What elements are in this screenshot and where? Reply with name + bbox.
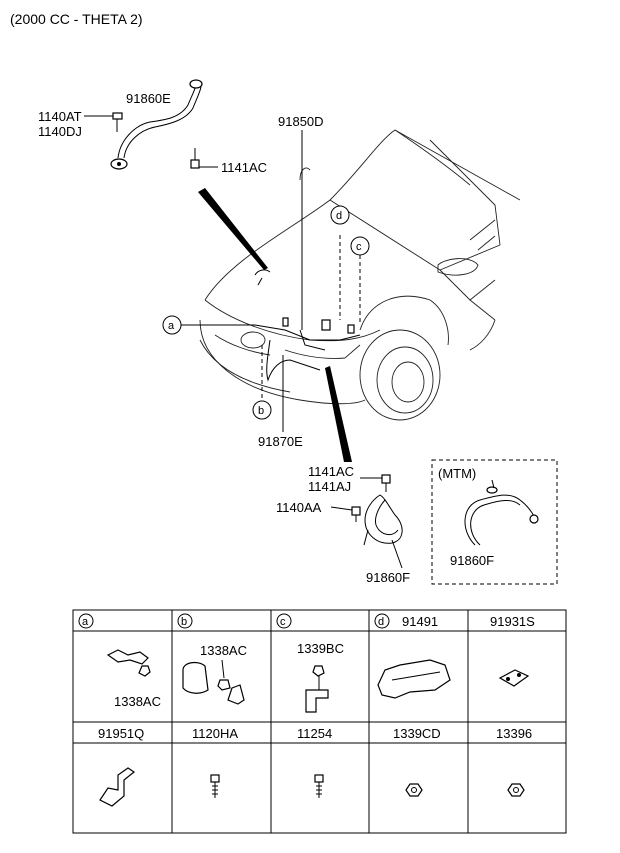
nut-1339cd-icon (405, 783, 423, 797)
bolt-11254-icon (314, 774, 324, 798)
cell-a-content: 1338AC (106, 649, 161, 709)
label-91850d: 91850D (278, 114, 324, 129)
cell-91931s-content (498, 669, 530, 687)
table-header-91951q: 91951Q (98, 726, 144, 741)
ref-circle-b: b (252, 400, 272, 420)
table-header-13396: 13396 (496, 726, 532, 741)
cell-b-content: 1338AC (182, 643, 247, 705)
bracket-91951q-icon (99, 767, 136, 807)
label-1140at: 1140AT (38, 109, 82, 124)
svg-text:d: d (378, 616, 384, 628)
cell-c-content: 1339BC (297, 641, 344, 713)
diagram-title: (2000 CC - THETA 2) (10, 11, 143, 27)
label-91870e: 91870E (258, 434, 303, 449)
svg-text:1339BC: 1339BC (297, 641, 344, 656)
svg-text:a: a (82, 616, 89, 628)
ref-circle-c: c (350, 236, 370, 256)
battery-cable-91860e (110, 79, 203, 170)
ref-circle-d: d (330, 205, 350, 225)
mtm-cable-91860f (464, 479, 539, 546)
label-91860e: 91860E (126, 91, 171, 106)
table-header-91931s: 91931S (490, 614, 535, 629)
leader-wedge-top (198, 188, 268, 270)
svg-text:c: c (356, 241, 362, 253)
label-1140aa: 1140AA (276, 500, 322, 515)
svg-text:a: a (168, 320, 175, 332)
table-header-c: c (276, 613, 292, 629)
table-header-b: b (177, 613, 193, 629)
cell-d-content (377, 659, 451, 699)
label-1140dj: 1140DJ (38, 124, 82, 139)
label-mtm: (MTM) (438, 466, 476, 481)
label-1141ac-top: 1141AC (221, 160, 267, 175)
svg-text:d: d (336, 210, 342, 222)
label-1141ac-bottom: 1141AC (308, 464, 354, 479)
bolt-1120ha-icon (210, 774, 220, 798)
parts-table: a b c d 91491 91931S 1338AC 1338AC (72, 609, 567, 834)
table-header-d: d 91491 (374, 613, 438, 629)
car-illustration (199, 129, 521, 421)
table-header-a: a (78, 613, 94, 629)
svg-text:b: b (258, 405, 264, 417)
nut-13396-icon (507, 783, 525, 797)
bolt-1140at-icon (84, 112, 123, 132)
svg-text:c: c (280, 616, 286, 628)
ground-cable-91860f (330, 474, 403, 569)
bolt-1141ac-icon (190, 148, 218, 169)
table-header-1120ha: 1120HA (192, 726, 238, 741)
svg-text:1338AC: 1338AC (200, 643, 247, 658)
label-91860f-main: 91860F (366, 570, 410, 585)
svg-text:1338AC: 1338AC (114, 694, 161, 709)
leader-wedge-bottom (325, 366, 352, 462)
table-header-1339cd: 1339CD (393, 726, 441, 741)
table-header-11254: 11254 (297, 726, 332, 741)
label-91860f-mtm: 91860F (450, 553, 494, 568)
mtm-variant-box (431, 459, 558, 585)
wiring-harness (200, 235, 361, 400)
svg-text:b: b (181, 616, 187, 628)
label-1141aj: 1141AJ (308, 479, 351, 494)
table-header-91491: 91491 (402, 614, 438, 629)
ref-circle-a: a (162, 315, 200, 335)
